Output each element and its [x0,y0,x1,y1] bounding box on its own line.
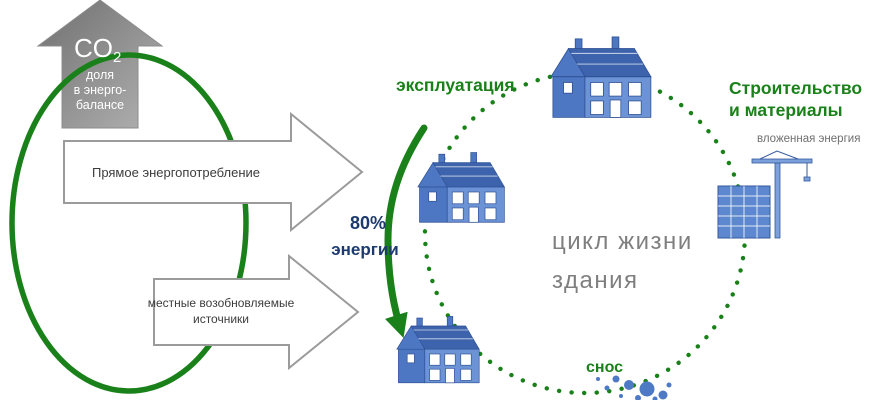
co2-share-line3: балансе [76,98,124,112]
energy-flow-arrow [384,124,428,338]
co2-share-line2: в энерго- [74,83,127,97]
demolition-label: снос [586,359,623,376]
embedded-energy-label: вложенная энергия [757,133,860,145]
construction-label-line2: и материалы [729,100,843,120]
co2-share-line1: доля [86,68,114,82]
co2-up-arrow [36,0,164,129]
renewable-label-line2: источники [193,312,249,326]
lifecycle-title-line1: цикл жизни [552,228,693,255]
house-top-icon [550,36,652,118]
energy-unit-label: энергии [331,240,398,259]
co2-formula: CO [74,33,113,63]
co2-formula-subscript: 2 [113,49,121,66]
energy-loop-ellipse [9,52,249,394]
lifecycle-title-line2: здания [552,267,638,294]
construction-label-line1: Строительство [729,78,862,98]
renewable-energy-arrow [153,253,360,371]
operation-label: эксплуатация [396,75,515,95]
house-left-icon [417,152,505,223]
energy-percent-label: 80% [350,213,386,233]
demolition-rubble-icon [596,375,672,400]
construction-crane-icon [717,150,813,239]
renewable-label-line1: местные возобновляемые [148,296,295,310]
direct-energy-arrow [63,111,364,233]
house-bottom-icon [396,315,480,384]
direct-energy-label: Прямое энергопотребление [92,165,260,180]
